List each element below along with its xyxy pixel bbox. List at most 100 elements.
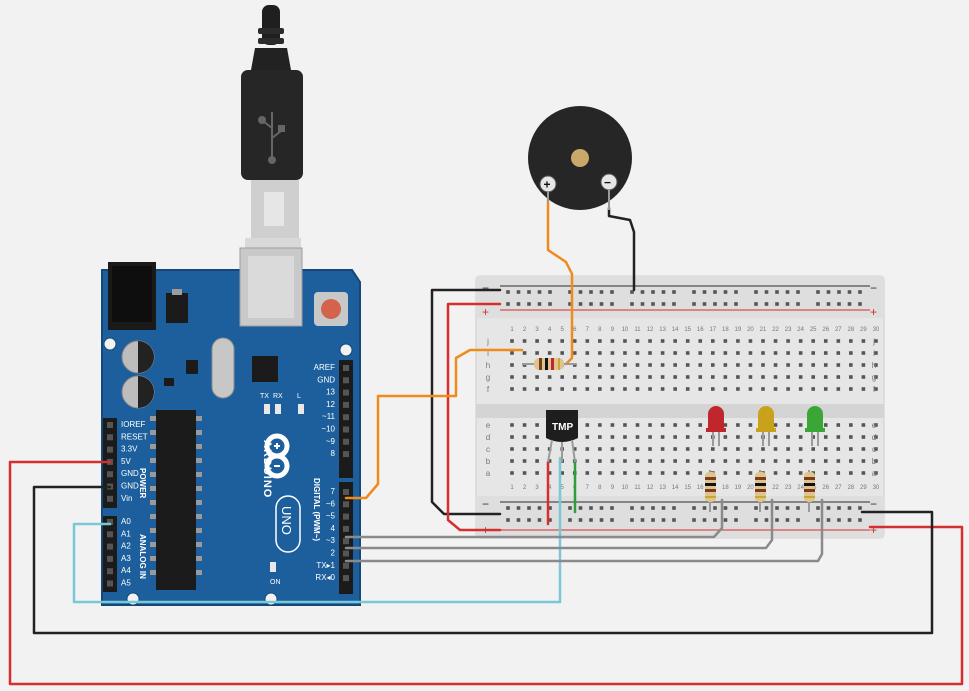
breadboard-hole[interactable] [598,423,602,427]
breadboard-hole[interactable] [522,447,527,451]
breadboard-hole[interactable] [610,375,615,379]
breadboard-hole[interactable] [798,363,803,367]
breadboard-hole[interactable] [816,302,820,306]
header-pin[interactable] [343,538,349,545]
breadboard-hole[interactable] [516,302,521,306]
breadboard-hole[interactable] [811,351,815,355]
breadboard-hole[interactable] [761,447,765,451]
breadboard-hole[interactable] [635,363,640,367]
breadboard-hole[interactable] [585,363,590,367]
breadboard-hole[interactable] [698,471,703,475]
breadboard-hole[interactable] [648,471,652,475]
resistor-buzzer[interactable] [522,358,576,370]
header-pin[interactable] [343,377,349,384]
breadboard-hole[interactable] [510,387,514,391]
breadboard[interactable]: − + − + − + − + 112233445566778899101011… [475,275,885,539]
breadboard-hole[interactable] [785,290,790,294]
breadboard-hole[interactable] [685,339,690,343]
breadboard-hole[interactable] [673,339,677,343]
breadboard-hole[interactable] [836,423,841,427]
wire-rail-bridge-red[interactable] [446,302,502,532]
wire-5v-red[interactable] [8,460,964,686]
breadboard-hole[interactable] [823,351,828,355]
breadboard-hole[interactable] [648,447,652,451]
breadboard-hole[interactable] [849,339,853,343]
breadboard-hole[interactable] [698,363,703,367]
header-pin[interactable] [107,434,113,441]
breadboard-hole[interactable] [547,351,552,355]
breadboard-hole[interactable] [837,302,841,306]
breadboard-hole[interactable] [723,290,728,294]
breadboard-hole[interactable] [775,506,779,510]
breadboard-hole[interactable] [736,423,740,427]
breadboard-hole[interactable] [660,447,665,451]
breadboard-hole[interactable] [702,302,707,306]
breadboard-hole[interactable] [685,351,690,355]
breadboard-hole[interactable] [640,290,645,294]
breadboard-hole[interactable] [823,471,828,475]
breadboard-hole[interactable] [837,290,841,294]
breadboard-hole[interactable] [874,375,878,379]
breadboard-hole[interactable] [635,471,640,475]
breadboard-hole[interactable] [736,447,740,451]
breadboard-hole[interactable] [510,375,514,379]
breadboard-hole[interactable] [734,290,738,294]
breadboard-hole[interactable] [673,471,677,475]
breadboard-hole[interactable] [723,375,728,379]
breadboard-hole[interactable] [589,302,593,306]
breadboard-hole[interactable] [698,423,703,427]
breadboard-hole[interactable] [610,518,614,522]
breadboard-hole[interactable] [711,459,715,463]
breadboard-hole[interactable] [685,363,690,367]
breadboard-hole[interactable] [672,302,676,306]
breadboard-hole[interactable] [736,339,740,343]
breadboard-hole[interactable] [796,302,800,306]
resistor-led[interactable] [804,470,815,512]
breadboard-hole[interactable] [723,471,728,475]
breadboard-hole[interactable] [874,363,878,367]
breadboard-hole[interactable] [836,363,841,367]
breadboard-hole[interactable] [568,290,572,294]
breadboard-hole[interactable] [748,339,753,343]
breadboard-hole[interactable] [702,506,707,510]
breadboard-hole[interactable] [506,290,510,294]
breadboard-hole[interactable] [516,518,521,522]
breadboard-hole[interactable] [630,302,634,306]
breadboard-hole[interactable] [748,363,753,367]
breadboard-hole[interactable] [858,290,862,294]
breadboard-hole[interactable] [823,435,828,439]
breadboard-hole[interactable] [589,290,593,294]
breadboard-hole[interactable] [685,423,690,427]
wire-buzzer-minus-black[interactable] [607,206,636,292]
breadboard-hole[interactable] [711,339,715,343]
breadboard-hole[interactable] [861,459,866,463]
breadboard-hole[interactable] [826,506,831,510]
breadboard-hole[interactable] [648,423,652,427]
breadboard-hole[interactable] [685,447,690,451]
breadboard-hole[interactable] [527,518,531,522]
breadboard-hole[interactable] [773,459,778,463]
breadboard-hole[interactable] [522,423,527,427]
breadboard-hole[interactable] [585,471,590,475]
breadboard-hole[interactable] [754,506,758,510]
breadboard-hole[interactable] [560,471,564,475]
breadboard-hole[interactable] [796,518,800,522]
breadboard-hole[interactable] [630,290,634,294]
breadboard-hole[interactable] [623,375,627,379]
breadboard-hole[interactable] [773,471,778,475]
resistor-led[interactable] [705,470,716,512]
breadboard-hole[interactable] [630,518,634,522]
breadboard-hole[interactable] [506,518,510,522]
breadboard-hole[interactable] [640,302,645,306]
breadboard-hole[interactable] [849,447,853,451]
breadboard-hole[interactable] [836,387,841,391]
breadboard-hole[interactable] [798,387,803,391]
wire-a0-cyan[interactable] [72,456,562,604]
breadboard-hole[interactable] [599,518,604,522]
header-pin[interactable] [343,489,349,495]
piezo-buzzer[interactable]: + − [528,106,632,210]
breadboard-hole[interactable] [651,506,655,510]
breadboard-hole[interactable] [736,459,740,463]
breadboard-hole[interactable] [874,459,878,463]
breadboard-hole[interactable] [635,339,640,343]
